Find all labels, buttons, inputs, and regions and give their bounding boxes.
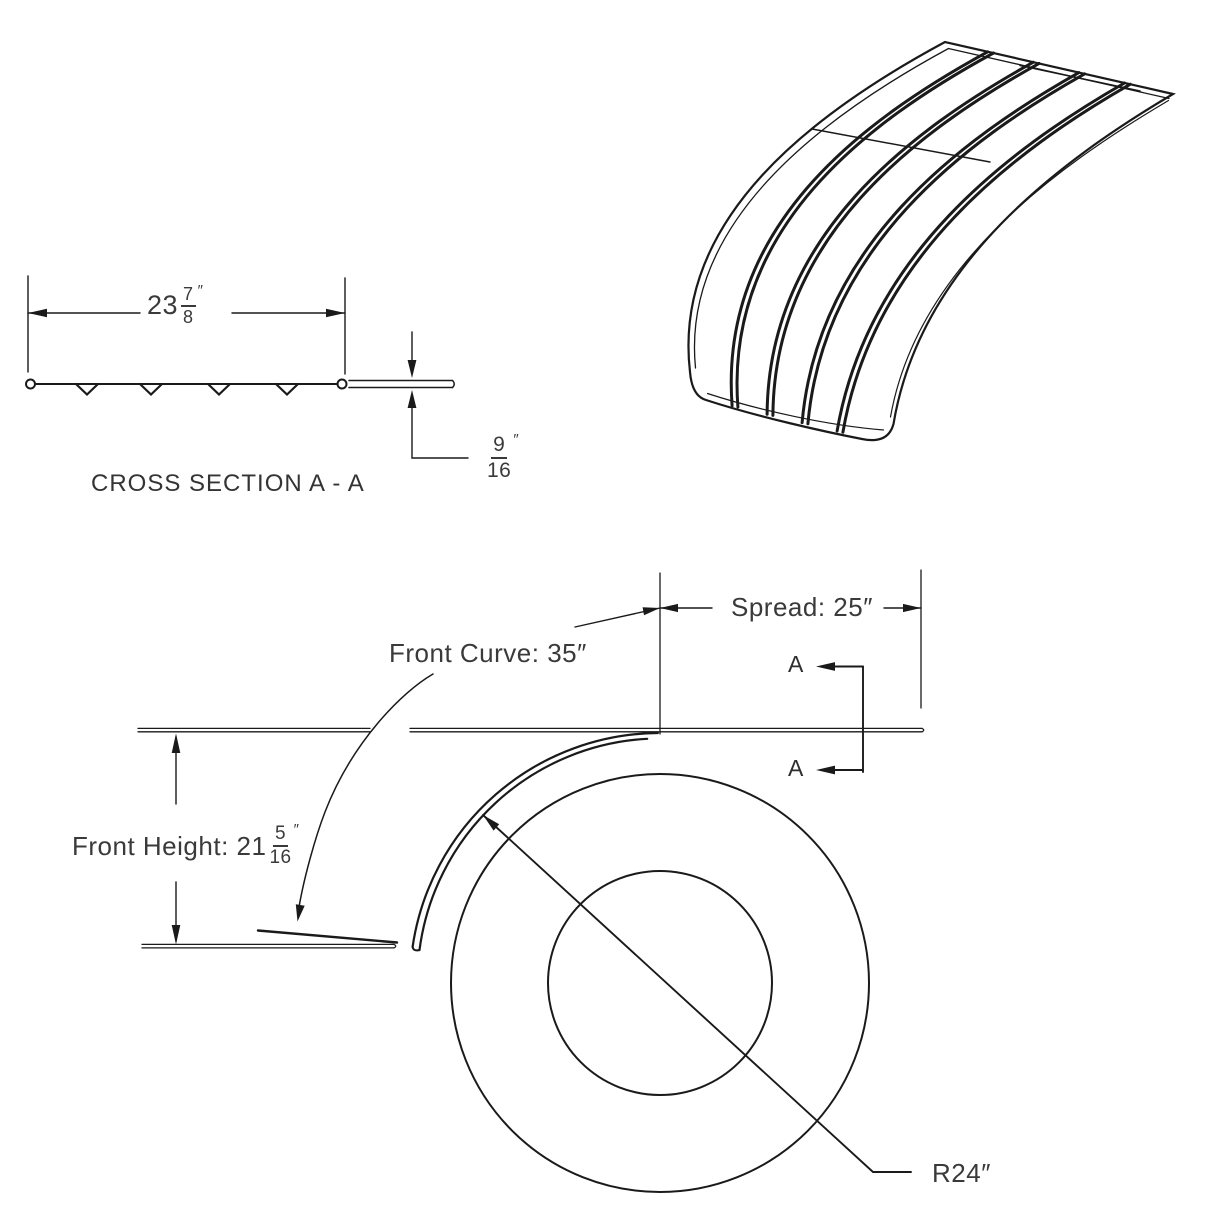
section-marker-top: A [788, 651, 804, 677]
isometric-view [687, 40, 1176, 442]
rib-line [841, 82, 1132, 434]
fender-top-line-cap [921, 727, 925, 733]
left-edge-inner [693, 47, 950, 369]
rib-notch [138, 382, 164, 397]
arrowhead-down [171, 925, 181, 945]
fender-arc-outer [411, 731, 659, 948]
arrowhead-up [407, 390, 417, 408]
section-marker-bottom: A [788, 755, 804, 781]
rib-line [765, 60, 1035, 416]
rib-line [800, 71, 1081, 425]
inch-mark: ″ [293, 821, 300, 838]
front-height-text: Front Height: 21 [72, 830, 267, 861]
rib-notch [274, 382, 300, 397]
seam-line [811, 128, 991, 163]
fender-arc-cap [411, 945, 421, 952]
bottom-edge-inner [706, 392, 885, 431]
seam-line [1019, 64, 1141, 92]
right-edge-inner [889, 99, 1170, 418]
rolled-edge-left [25, 378, 36, 390]
spread-dimension-label: Spread: 25″ [731, 592, 873, 622]
arrowhead-left [660, 603, 678, 613]
arrowhead-down [295, 904, 305, 922]
dimension-whole: 23 [147, 290, 179, 320]
fender-arc-inner [418, 737, 649, 952]
arrowhead-left [28, 308, 47, 318]
arrowhead-left [816, 662, 835, 671]
arrowhead-right [903, 603, 921, 613]
rolled-edge-right [336, 378, 348, 390]
hub-circle [547, 870, 773, 1096]
bottom-extension-cap [393, 943, 397, 949]
radius-dimension-label: R24″ [932, 1158, 991, 1188]
bottom-extension-line [141, 943, 395, 949]
fender-top-line [137, 727, 923, 733]
cross-section-title: CROSS SECTION A - A [91, 470, 365, 497]
profile-tail-cap [451, 379, 455, 389]
arrowhead-right [642, 607, 660, 616]
fender-ribs [729, 50, 1132, 434]
inch-mark: ″ [197, 282, 204, 299]
rib-notch [74, 382, 100, 397]
tire-circle [450, 773, 870, 1193]
radius-line [482, 814, 912, 1173]
side-view [137, 569, 925, 1193]
arrowhead-up-left [483, 815, 500, 831]
front-curve-leader [298, 673, 434, 908]
arrowhead-left [816, 765, 835, 775]
front-curve-dimension-label: Front Curve: 35″ [389, 638, 587, 668]
thickness-leader [411, 407, 469, 459]
profile-tail [348, 379, 454, 389]
cross-section-view [25, 275, 469, 459]
rib-line [735, 51, 995, 409]
inch-mark: ″ [513, 431, 520, 448]
arrowhead-down [407, 360, 417, 378]
arrowhead-up [171, 733, 181, 753]
arrowhead-right [326, 308, 345, 318]
fender-bottom-edge [256, 929, 399, 944]
rib-line [806, 72, 1087, 426]
rib-line [835, 81, 1126, 433]
rib-notch [206, 382, 232, 397]
rib-line [729, 50, 990, 408]
rib-line [771, 61, 1041, 417]
